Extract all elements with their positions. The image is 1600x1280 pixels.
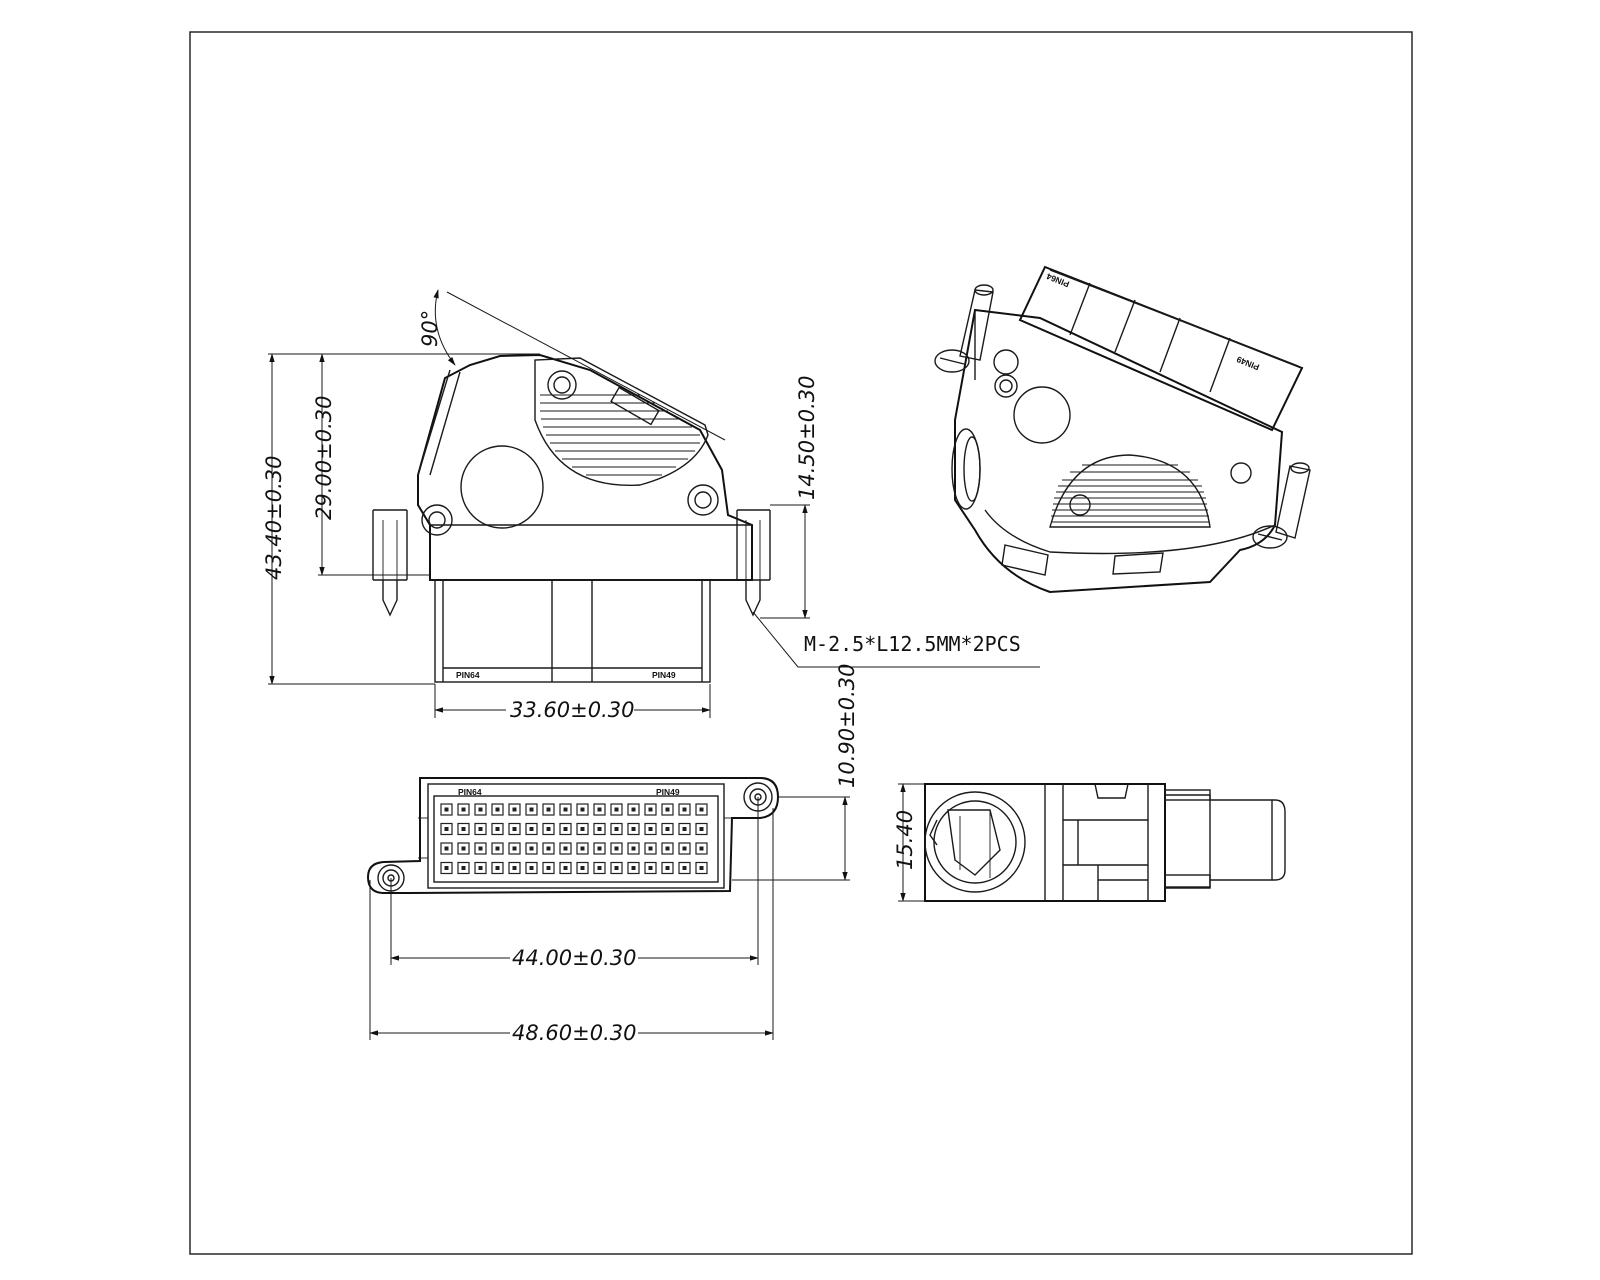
pin-contact [580,846,585,851]
pin-contact [682,807,687,812]
iso-pin-label-left: PIN64 [1045,271,1071,289]
pin-contact [529,866,534,870]
pin-contact [614,827,619,831]
pin-contact [495,866,500,870]
pin-contact [597,866,602,870]
pin-contact [444,807,449,812]
pin-contact [546,866,551,870]
pin-contact [699,866,704,870]
front-large-hole [460,445,544,529]
pin-contact [648,846,653,851]
pin-contact [461,866,466,870]
pin-contact [614,866,619,870]
dim-hole-spacing: 44.00±0.30 [512,946,636,970]
pin-contact [682,846,687,851]
iso-hood-body [954,308,1284,594]
angle-label: 90° [418,310,442,347]
iso-view: PIN64 PIN49 [934,265,1311,594]
front-pin-label-right: PIN49 [652,670,676,680]
pin-contact [529,846,534,851]
front-grill [534,357,709,487]
screw-callout: M-2.5*L12.5MM*2PCS [804,632,1021,656]
pin-contact [478,846,483,851]
pin-contact [546,827,551,831]
pin-contact [512,866,517,870]
iso-pin-label-right: PIN49 [1235,354,1261,372]
pin-contact [682,866,687,870]
pin-contact [699,846,704,851]
svg-text:PIN49: PIN49 [656,787,680,797]
pin-contact [563,866,568,870]
pin-contact [495,827,500,831]
dim-body-height: 29.00±0.30 [312,396,336,520]
dim-side-height: 15.40 [893,810,917,870]
dim-total-height: 43.40±0.30 [262,456,286,580]
pin-contact [512,807,517,812]
side-view: 15.40 [893,783,1286,902]
front-connector-insert [434,579,711,683]
pin-contact [631,827,636,831]
pin-contact [478,827,483,831]
pin-contact [580,807,585,812]
pin-contact [512,827,517,831]
pin-contact [580,827,585,831]
pin-contact [444,866,449,870]
top-view: PIN64 PIN49 10.90±0.30 44.00±0.30 48.60±… [366,664,859,1045]
pin-contact [461,807,466,812]
dim-screw-height: 14.50±0.30 [795,376,819,500]
pin-contact [580,866,585,870]
left-screw-post [372,509,408,617]
pin-contact [546,846,551,851]
pin-contact [631,846,636,851]
pin-contact [614,846,619,851]
dim-flange-height: 10.90±0.30 [835,664,859,788]
pin-contact [665,827,670,831]
pin-contact [631,807,636,812]
front-pin-label-left: PIN64 [456,670,480,680]
pin-contact [529,827,534,831]
front-body-outline [417,353,753,581]
pin-contact [648,827,653,831]
pin-contact [563,846,568,851]
pin-contact [614,807,619,812]
pin-contact [512,846,517,851]
dim-overall-width: 48.60±0.30 [512,1021,636,1045]
pin-grid [440,803,708,875]
pin-contact [563,827,568,831]
pin-contact [631,866,636,870]
pin-contact [682,827,687,831]
pin-contact [665,846,670,851]
pin-contact [563,807,568,812]
pin-contact [478,807,483,812]
pin-contact [444,827,449,831]
dim-width: 33.60±0.30 [510,698,634,722]
svg-text:PIN64: PIN64 [458,787,482,797]
pin-contact [461,827,466,831]
top-view-outline [366,777,780,894]
front-view: PIN64 PIN49 90° 43.40±0.30 29.00±0.30 14… [262,289,1040,722]
pin-contact [648,866,653,870]
pin-contact [461,846,466,851]
pin-contact [495,846,500,851]
pin-contact [699,827,704,831]
pin-contact [597,846,602,851]
pin-contact [495,807,500,812]
pin-contact [597,807,602,812]
pin-contact [665,807,670,812]
right-screw-post [736,509,771,617]
pin-contact [546,807,551,812]
pin-contact [444,846,449,851]
pin-contact [699,807,704,812]
side-view-outline [924,783,1166,902]
drawing-border [189,31,1413,1255]
pin-contact [597,827,602,831]
pin-contact [529,807,534,812]
pin-contact [648,807,653,812]
pin-contact [478,866,483,870]
pin-contact [665,866,670,870]
